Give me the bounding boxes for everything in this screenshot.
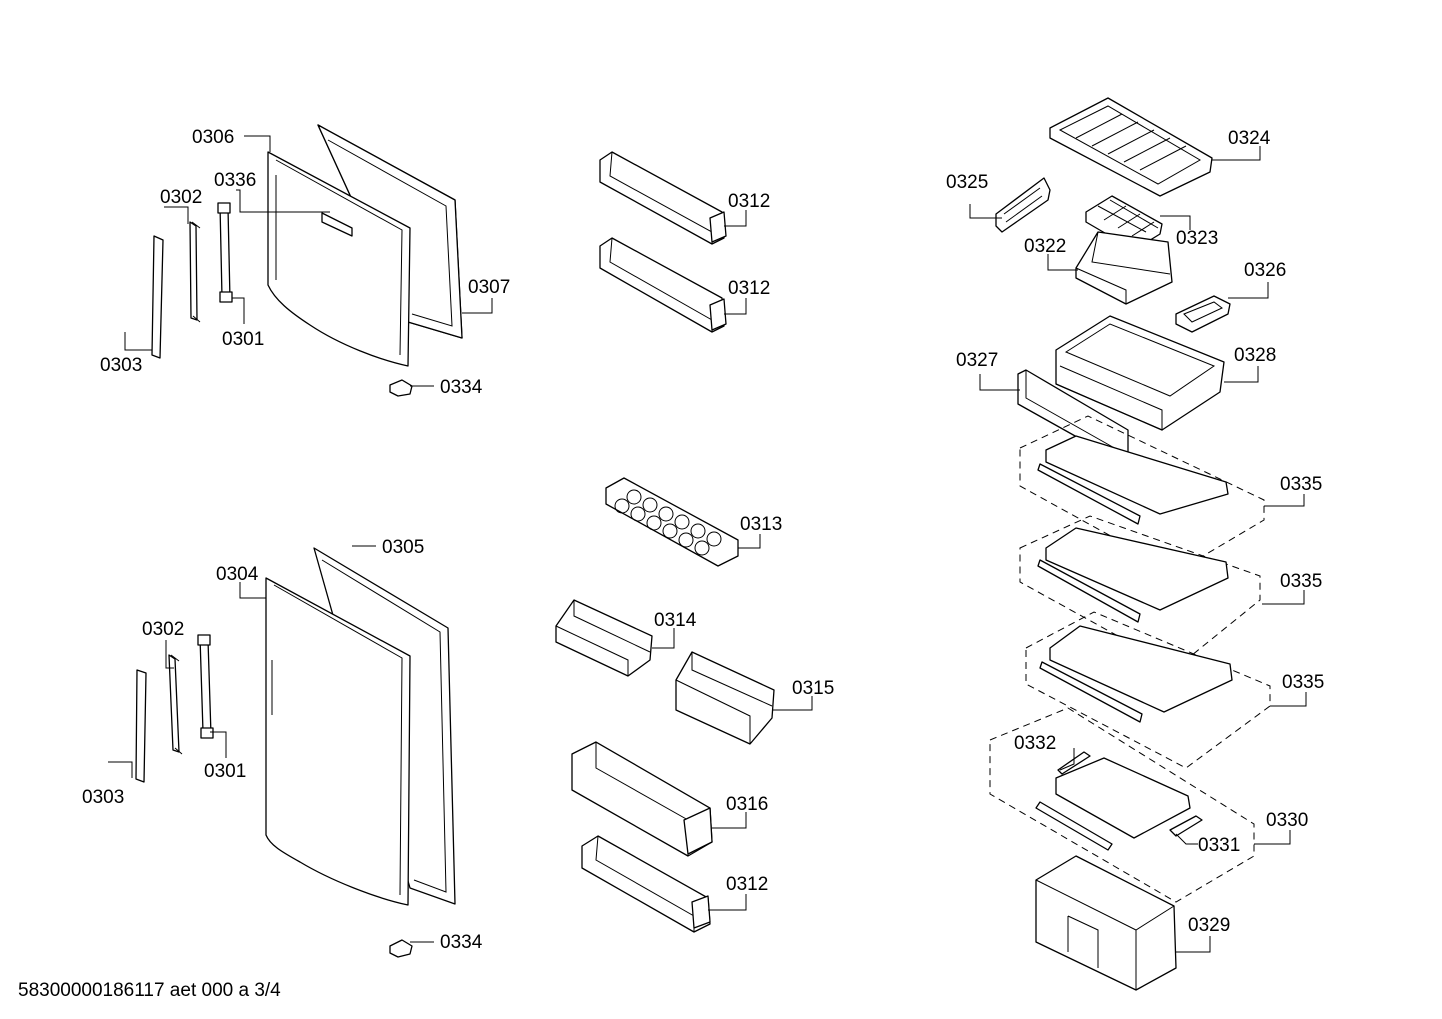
- label-0302-upper: 0302: [160, 187, 202, 208]
- label-0328: 0328: [1234, 345, 1276, 366]
- upper-door-0306: [267, 151, 411, 367]
- label-0325: 0325: [946, 172, 988, 193]
- label-0304: 0304: [216, 564, 259, 585]
- egg-tray-0313: [605, 477, 739, 567]
- label-0335-a: 0335: [1280, 474, 1322, 495]
- glass-shelf-0335-a: [1019, 415, 1265, 573]
- small-bin-0315: [675, 651, 775, 745]
- crisper-drawer-0328: [1055, 315, 1225, 431]
- label-0306: 0306: [192, 127, 234, 148]
- upper-hinge-0334: [389, 379, 413, 397]
- label-0324: 0324: [1228, 128, 1271, 149]
- label-0307: 0307: [468, 277, 510, 298]
- lower-door-0304: [265, 577, 411, 906]
- ice-bin-0322: [1075, 231, 1173, 305]
- ice-scoop-0325: [995, 177, 1051, 233]
- label-0329: 0329: [1188, 915, 1230, 936]
- label-0322: 0322: [1024, 236, 1066, 257]
- lower-hinge-0334: [389, 939, 413, 958]
- leader-lines: [108, 135, 1307, 953]
- label-0323: 0323: [1176, 228, 1218, 249]
- label-0301-lower: 0301: [204, 761, 246, 782]
- label-0305: 0305: [382, 537, 424, 558]
- label-0303-lower: 0303: [82, 787, 124, 808]
- label-0327: 0327: [956, 350, 998, 371]
- glass-shelf-0335-c: [1025, 611, 1271, 769]
- label-0336: 0336: [214, 170, 256, 191]
- small-bin-0314: [555, 599, 653, 677]
- freezer-lid-0324: [1049, 97, 1213, 197]
- door-bin-0312-bottom: [581, 835, 711, 933]
- label-0312-c: 0312: [726, 874, 768, 895]
- upper-handle-bracket-0302: [189, 221, 201, 323]
- door-bin-0312-second: [599, 237, 727, 333]
- lower-handle-bracket-0302: [168, 654, 183, 755]
- label-0331: 0331: [1198, 835, 1240, 856]
- upper-handle-0301: [217, 202, 233, 303]
- label-0335-c: 0335: [1282, 672, 1324, 693]
- label-0302-lower: 0302: [142, 619, 184, 640]
- lower-trim-0303: [135, 669, 147, 783]
- label-0316: 0316: [726, 794, 768, 815]
- part-number-labels: 0306 0336 0302 0307 0301 0303 0334 0312 …: [82, 127, 1324, 953]
- label-0315: 0315: [792, 678, 834, 699]
- label-0314: 0314: [654, 610, 697, 631]
- filter-frame-0326: [1175, 295, 1231, 333]
- label-0335-b: 0335: [1280, 571, 1322, 592]
- label-0312-a: 0312: [728, 191, 770, 212]
- label-0330: 0330: [1266, 810, 1308, 831]
- door-bin-0312-top: [599, 151, 727, 245]
- vegetable-box-0329: [1035, 855, 1177, 991]
- label-0332: 0332: [1014, 733, 1056, 754]
- label-0312-b: 0312: [728, 278, 770, 299]
- upper-trim-0303: [151, 235, 164, 359]
- document-id-footer: 58300000186117 aet 000 a 3/4: [18, 980, 281, 1001]
- ice-tray-0323: [1085, 195, 1163, 251]
- lower-handle-0301: [197, 634, 214, 739]
- label-0334-lower: 0334: [440, 932, 483, 953]
- label-0334-upper: 0334: [440, 377, 483, 398]
- label-0303-upper: 0303: [100, 355, 142, 376]
- label-0326: 0326: [1244, 260, 1286, 281]
- glass-shelf-0335-b: [1019, 515, 1261, 669]
- label-0313: 0313: [740, 514, 782, 535]
- label-0301-upper: 0301: [222, 329, 264, 350]
- large-bin-0316: [571, 741, 713, 857]
